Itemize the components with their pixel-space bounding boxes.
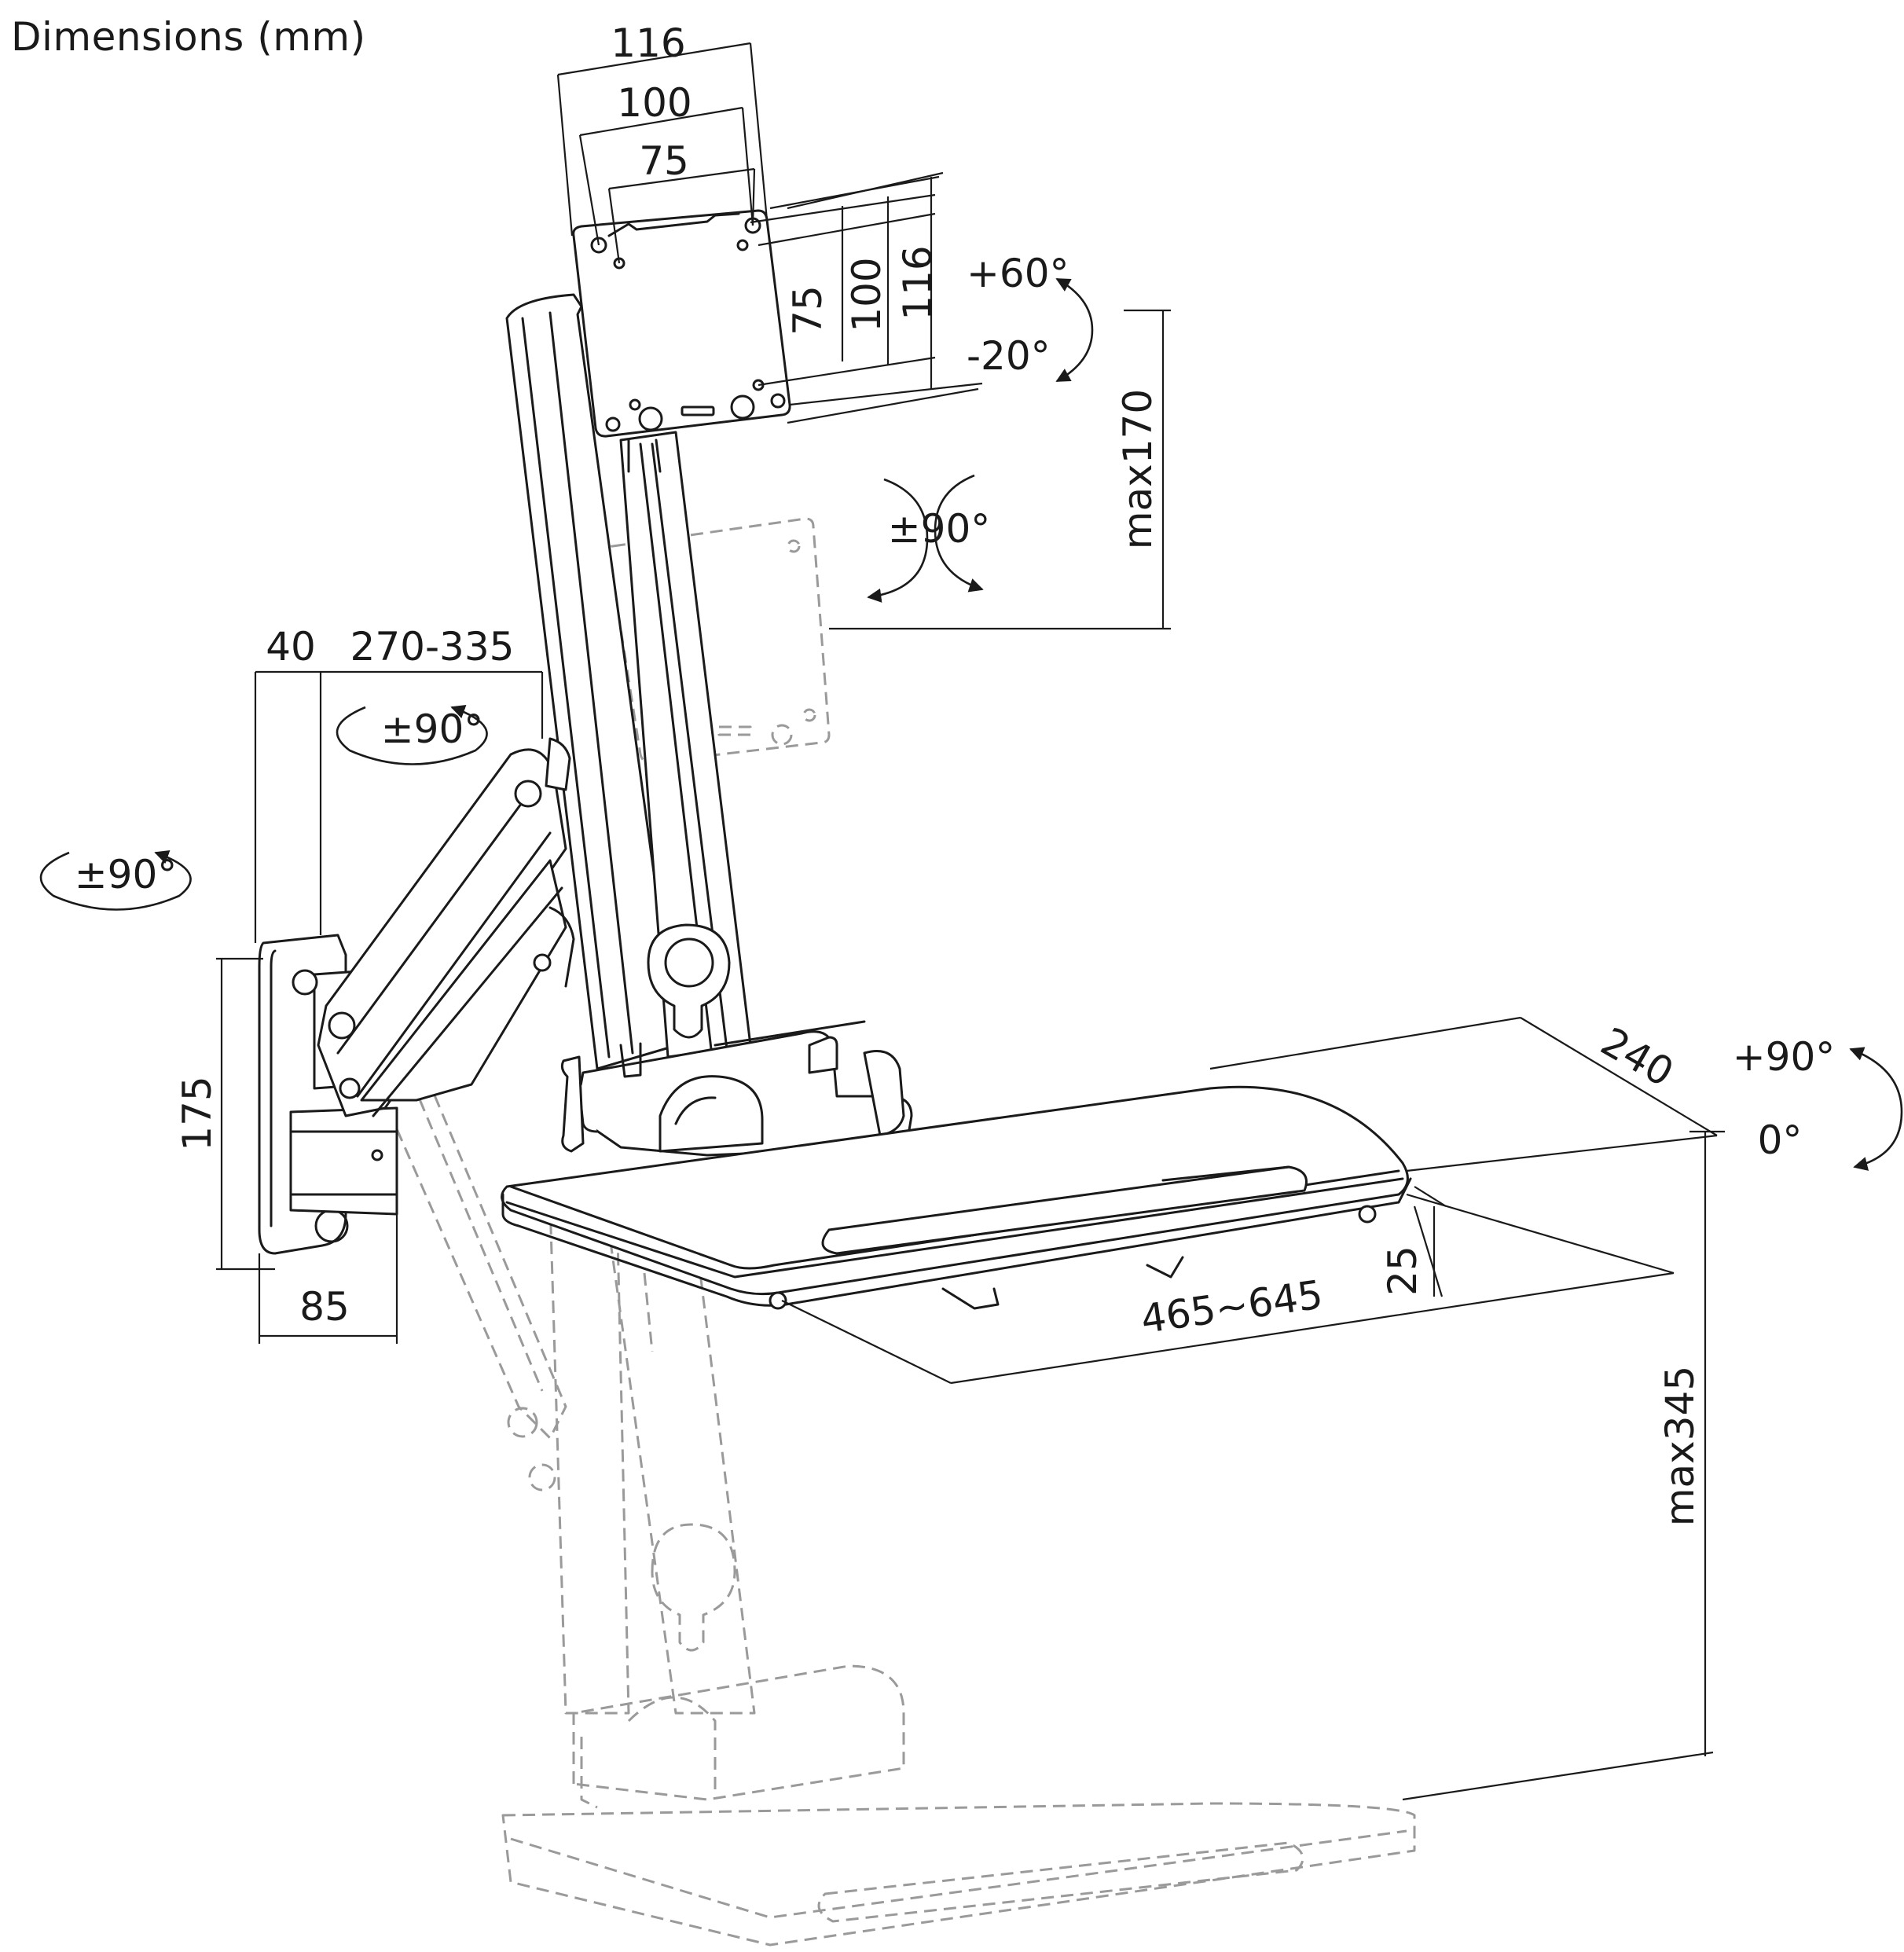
tray-tilt-zero-label: 0° bbox=[1758, 1117, 1803, 1163]
dim-tray-thickness: 25 bbox=[1380, 1246, 1425, 1296]
tray-base-assembly bbox=[560, 1020, 913, 1157]
dim-max170: max170 bbox=[1115, 389, 1161, 549]
tilt-arc-icon bbox=[1055, 277, 1094, 383]
tilt-down-label: -20° bbox=[967, 333, 1051, 379]
lowered-position-ghost bbox=[348, 1004, 1416, 1946]
monitor-rotation-label: ±90° bbox=[888, 506, 991, 552]
support-mast bbox=[505, 293, 752, 1070]
tray-tilt-arc-icon bbox=[1849, 1047, 1903, 1171]
gas-spring-arm bbox=[317, 737, 575, 1117]
dim-max345: max345 bbox=[1657, 1366, 1703, 1526]
wall-swivel-label: ±90° bbox=[75, 852, 178, 897]
dim-vesa-116: 116 bbox=[611, 20, 685, 66]
dim-tray-depth: 240 bbox=[1594, 1018, 1682, 1095]
dim-vesa-h-100: 100 bbox=[844, 257, 890, 332]
dim-vesa-h-75: 75 bbox=[785, 285, 831, 336]
dim-vesa-h-116: 116 bbox=[895, 245, 941, 320]
vesa-monitor-plate bbox=[572, 209, 791, 473]
monitor-rotation-arc-icon bbox=[934, 474, 984, 593]
wall-swivel-arc-icon bbox=[39, 849, 192, 911]
rotation-indicators bbox=[39, 277, 1903, 1171]
dim-wall-offset: 40 bbox=[266, 624, 316, 670]
dim-arm-reach: 270-335 bbox=[350, 624, 515, 670]
dim-vesa-75: 75 bbox=[639, 138, 689, 184]
dimension-labels: 116 100 75 75 100 116 +60° -20° ±90° max… bbox=[75, 20, 1836, 1526]
arm-swivel-label: ±90° bbox=[381, 706, 484, 752]
dimension-lines bbox=[216, 42, 1725, 1801]
dim-tray-width: 465~645 bbox=[1138, 1271, 1326, 1342]
dim-plate-height: 175 bbox=[174, 1076, 220, 1150]
tilt-up-label: +60° bbox=[967, 251, 1069, 296]
keyboard-tray bbox=[501, 1085, 1412, 1310]
dim-plate-depth: 85 bbox=[299, 1284, 350, 1330]
tray-tilt-up-label: +90° bbox=[1733, 1034, 1836, 1080]
page-title: Dimensions (mm) bbox=[11, 14, 366, 60]
arm-swivel-arc-icon bbox=[336, 704, 488, 765]
dim-vesa-100: 100 bbox=[617, 80, 692, 126]
